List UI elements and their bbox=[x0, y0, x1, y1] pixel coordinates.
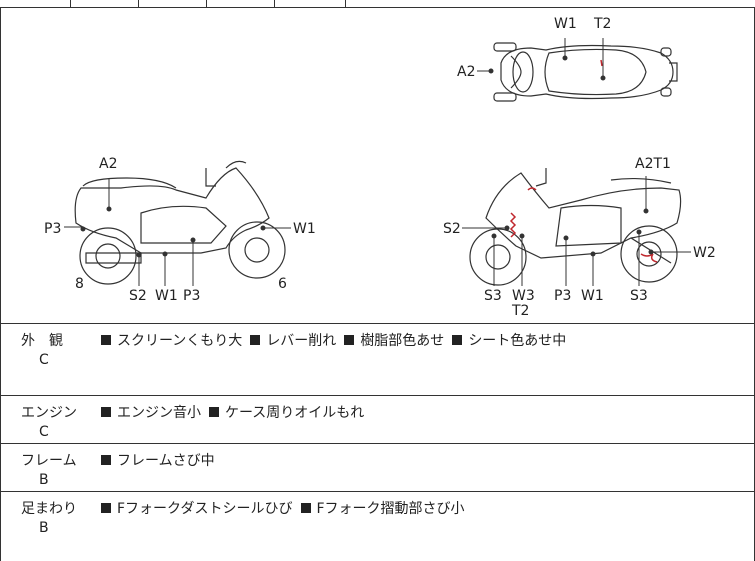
bullet-square-icon bbox=[452, 335, 463, 345]
note-item: レバー削れ bbox=[250, 330, 336, 350]
section-grade: C bbox=[39, 424, 49, 440]
bullet-square-icon bbox=[250, 335, 261, 345]
strip-divider bbox=[138, 0, 139, 8]
label-left-p3: P3 bbox=[183, 288, 200, 304]
note-item: 樹脂部色あせ bbox=[344, 330, 444, 350]
bullet-square-icon bbox=[300, 503, 311, 513]
bullet-square-icon bbox=[101, 407, 111, 417]
bullet-square-icon bbox=[209, 407, 219, 417]
section-notes: フレームさび中 bbox=[101, 450, 215, 470]
strip-divider bbox=[274, 0, 275, 8]
note-item: スクリーンくもり大 bbox=[101, 330, 242, 350]
right-view-scooter bbox=[469, 168, 682, 286]
section-grade: B bbox=[39, 472, 49, 488]
label-right-w2: W2 bbox=[693, 245, 716, 261]
damage-marks bbox=[509, 59, 658, 263]
section-exterior: 外 観 C スクリーンくもり大 レバー削れ 樹脂部色あせ シート色あせ中 bbox=[0, 324, 755, 396]
section-name: フレーム bbox=[21, 453, 77, 469]
table-top-strip bbox=[0, 0, 755, 8]
left-view-scooter bbox=[74, 160, 286, 285]
note-item: Fフォーク摺動部さび小 bbox=[300, 498, 465, 518]
strip-divider bbox=[70, 0, 71, 8]
label-right-w1: W1 bbox=[581, 288, 604, 304]
label-right-p3: P3 bbox=[554, 288, 571, 304]
label-left-8: 8 bbox=[75, 276, 84, 292]
note-item: Fフォークダストシールひび bbox=[101, 498, 293, 518]
label-right-s3-front: S3 bbox=[484, 288, 502, 304]
label-top-w1: W1 bbox=[554, 16, 577, 32]
note-item: フレームさび中 bbox=[101, 450, 215, 470]
leader-lines bbox=[64, 38, 691, 286]
label-top-a2: A2 bbox=[457, 64, 475, 80]
bullet-square-icon bbox=[101, 503, 111, 513]
label-right-s2: S2 bbox=[443, 221, 461, 237]
bullet-square-icon bbox=[344, 335, 355, 345]
label-left-a2: A2 bbox=[99, 156, 117, 172]
note-item: ケース周りオイルもれ bbox=[209, 402, 364, 422]
label-left-6: 6 bbox=[278, 276, 287, 292]
label-left-w1: W1 bbox=[155, 288, 178, 304]
section-name: 外 観 bbox=[21, 333, 63, 349]
note-item: シート色あせ中 bbox=[452, 330, 566, 350]
label-top-t2: T2 bbox=[593, 16, 611, 32]
label-right-w3: W3 bbox=[512, 288, 535, 304]
label-left-s2: S2 bbox=[129, 288, 147, 304]
strip-divider bbox=[345, 0, 346, 8]
section-grade: C bbox=[39, 352, 49, 368]
section-notes: Fフォークダストシールひび Fフォーク摺動部さび小 bbox=[101, 498, 465, 518]
label-left-w1-right: W1 bbox=[293, 221, 316, 237]
bullet-square-icon bbox=[101, 455, 111, 465]
section-notes: エンジン音小 ケース周りオイルもれ bbox=[101, 402, 364, 422]
section-notes: スクリーンくもり大 レバー削れ 樹脂部色あせ シート色あせ中 bbox=[101, 330, 566, 350]
strip-divider bbox=[206, 0, 207, 8]
top-view-scooter bbox=[493, 42, 678, 102]
section-name: 足まわり bbox=[21, 501, 77, 517]
label-right-s3-rear: S3 bbox=[630, 288, 648, 304]
bullet-square-icon bbox=[101, 335, 111, 345]
label-right-t2: T2 bbox=[511, 303, 529, 319]
damage-diagram: A2 W1 T2 A2 P3 W1 8 S2 W1 P3 6 A2T1 S2 W… bbox=[0, 8, 755, 324]
section-name: エンジン bbox=[21, 405, 77, 421]
section-engine: エンジン C エンジン音小 ケース周りオイルもれ bbox=[0, 396, 755, 444]
label-left-p3-front: P3 bbox=[44, 221, 61, 237]
note-item: エンジン音小 bbox=[101, 402, 201, 422]
label-right-a2t1: A2T1 bbox=[635, 156, 671, 172]
section-grade: B bbox=[39, 520, 49, 536]
scooter-diagrams: A2 W1 T2 A2 P3 W1 8 S2 W1 P3 6 A2T1 S2 W… bbox=[44, 16, 716, 319]
section-suspension: 足まわり B Fフォークダストシールひび Fフォーク摺動部さび小 bbox=[0, 492, 755, 561]
section-frame: フレーム B フレームさび中 bbox=[0, 444, 755, 492]
